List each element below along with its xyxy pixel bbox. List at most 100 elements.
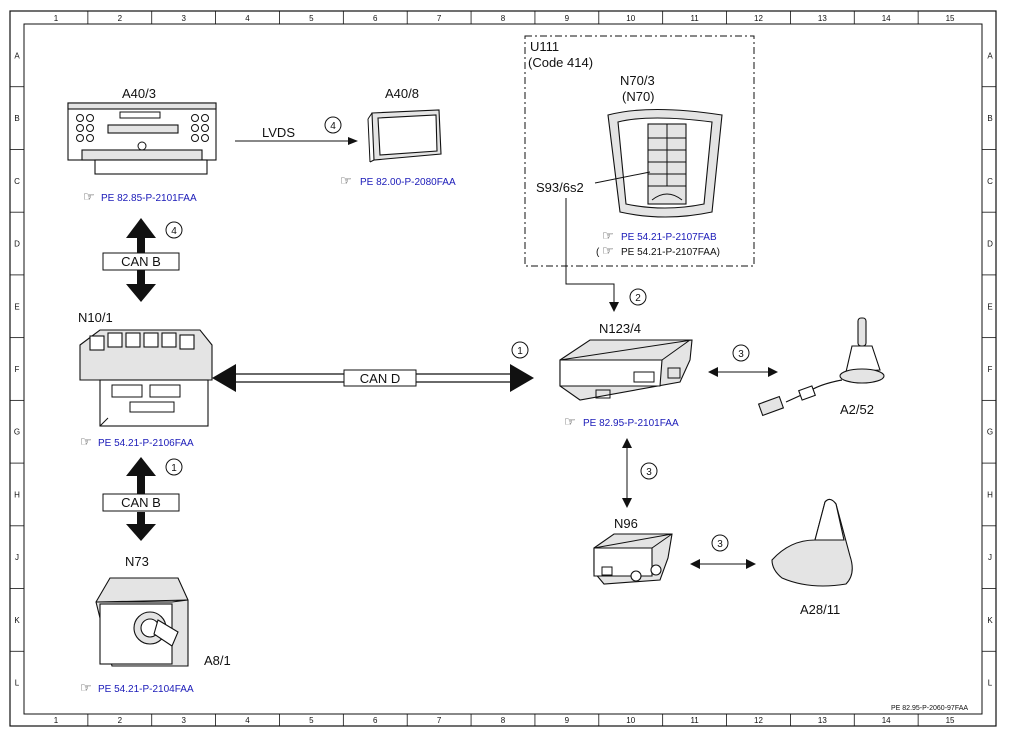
grid-row-label: L <box>15 679 20 688</box>
grid-column-label: 15 <box>946 716 955 725</box>
svg-text:3: 3 <box>738 349 744 360</box>
s93-label: S93/6s2 <box>536 180 584 195</box>
can-d-box <box>343 369 417 387</box>
n70-3-panel <box>607 108 723 218</box>
grid-row-label: C <box>987 177 993 186</box>
n96-label: N96 <box>614 516 638 531</box>
can-b-top-label: CAN B <box>121 254 161 269</box>
grid-row-label: J <box>988 553 992 562</box>
marker-n96-vertical <box>640 462 658 480</box>
manual-ref-icon: ☞ <box>83 189 95 204</box>
manual-ref-icon: ☞ <box>564 414 576 429</box>
can-b-bottom-box <box>102 493 180 512</box>
grid-column-label: 13 <box>818 14 827 23</box>
grid-row-label: A <box>987 51 993 60</box>
grid-column-label: 15 <box>946 14 955 23</box>
grid-column-label: 6 <box>373 716 378 725</box>
grid-row-label: C <box>14 177 20 186</box>
n96-module <box>593 533 673 585</box>
can-b-bottom-label: CAN B <box>121 495 161 510</box>
grid-column-label: 7 <box>437 716 442 725</box>
grid-column-label: 1 <box>54 14 59 23</box>
grid-column-label: 7 <box>437 14 442 23</box>
a28-11-label: A28/11 <box>800 602 840 617</box>
svg-text:1: 1 <box>171 463 177 474</box>
a28-11-antenna <box>771 498 853 587</box>
marker-can-b-bottom <box>165 458 183 476</box>
grid-column-label: 1 <box>54 716 59 725</box>
grid-column-label: 2 <box>118 716 123 725</box>
grid-column-label: 14 <box>882 716 891 725</box>
svg-text:1: 1 <box>517 346 523 357</box>
svg-text:3: 3 <box>646 467 652 478</box>
grid-row-label: K <box>987 616 993 625</box>
grid-row-label: E <box>987 302 992 311</box>
grid-row-label: G <box>14 428 20 437</box>
grid-row-label: G <box>987 428 993 437</box>
marker-can-b-top <box>165 221 183 239</box>
svg-text:4: 4 <box>171 226 177 237</box>
can-d-label: CAN D <box>360 371 400 386</box>
grid-column-label: 5 <box>309 14 314 23</box>
grid-column-label: 5 <box>309 716 314 725</box>
svg-text:4: 4 <box>330 121 336 132</box>
manual-ref-icon: ☞ <box>602 228 614 243</box>
manual-ref-icon: ☞ <box>340 173 352 188</box>
grid-column-label: 4 <box>245 14 250 23</box>
grid-row-label: B <box>987 114 992 123</box>
svg-text:3: 3 <box>717 539 723 550</box>
grid-row-label: D <box>987 240 993 249</box>
a8-1-label: A8/1 <box>204 653 231 668</box>
a40-8-display <box>367 109 442 163</box>
n10-1-ref: PE 54.21-P-2106FAA <box>98 438 194 449</box>
grid-column-label: 10 <box>626 716 635 725</box>
grid-row-label: F <box>988 365 993 374</box>
can-b-top-box <box>102 252 180 271</box>
grid-column-label: 2 <box>118 14 123 23</box>
grid-row-label: K <box>14 616 20 625</box>
drawing-frame <box>9 10 997 727</box>
manual-ref-icon: ☞ <box>602 243 614 258</box>
grid-row-label: E <box>14 302 19 311</box>
a2-52-antenna <box>757 317 885 417</box>
grid-column-label: 11 <box>690 716 699 725</box>
grid-column-label: 3 <box>181 14 186 23</box>
grid-column-label: 8 <box>501 716 506 725</box>
svg-text:(: ( <box>596 247 600 258</box>
a40-8-ref: PE 82.00-P-2080FAA <box>360 177 456 188</box>
lvds-label: LVDS <box>262 125 295 140</box>
n73-label: N73 <box>125 554 149 569</box>
grid-row-label: J <box>15 553 19 562</box>
n10-1-label: N10/1 <box>78 310 113 325</box>
n70-ref-fab: PE 54.21-P-2107FAB <box>621 232 717 243</box>
a40-3-ref: PE 82.85-P-2101FAA <box>101 193 197 204</box>
grid-column-label: 12 <box>754 716 763 725</box>
grid-column-label: 8 <box>501 14 506 23</box>
grid-column-label: 3 <box>181 716 186 725</box>
a2-52-label: A2/52 <box>840 402 874 417</box>
grid-column-label: 13 <box>818 716 827 725</box>
grid-row-label: H <box>14 490 20 499</box>
grid-row-label: A <box>14 51 20 60</box>
grid-row-label: B <box>14 114 19 123</box>
a40-3-label: A40/3 <box>122 86 156 101</box>
grid-column-label: 10 <box>626 14 635 23</box>
n123-4-label: N123/4 <box>599 321 641 336</box>
grid-column-label: 12 <box>754 14 763 23</box>
n123-4-module <box>559 339 693 401</box>
grid-column-label: 4 <box>245 716 250 725</box>
grid-column-label: 6 <box>373 14 378 23</box>
svg-text:2: 2 <box>635 293 641 304</box>
marker-can-d <box>511 341 529 359</box>
n123-4-ref: PE 82.95-P-2101FAA <box>583 418 679 429</box>
manual-ref-icon: ☞ <box>80 680 92 695</box>
grid-row-label: D <box>14 240 20 249</box>
grid-row-label: F <box>15 365 20 374</box>
manual-ref-icon: ☞ <box>80 434 92 449</box>
u111-boundary <box>524 35 755 267</box>
